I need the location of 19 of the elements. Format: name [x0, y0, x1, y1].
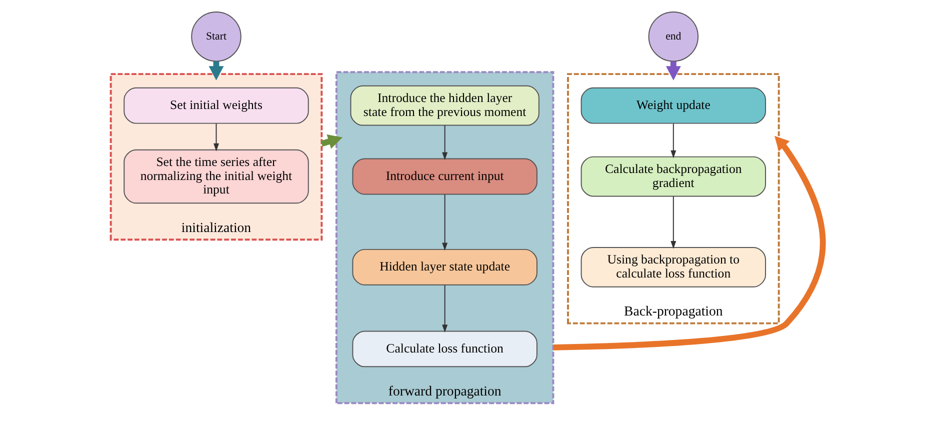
arrow — [442, 194, 448, 251]
node-box: Set the time series after normalizing the initial weight input — [124, 149, 309, 204]
node-circle: end — [648, 12, 699, 62]
node-box: Calculate backpropagation gradient — [580, 156, 766, 197]
arrow — [670, 196, 676, 249]
node-box: Calculate loss function — [352, 330, 538, 368]
arrow — [320, 134, 343, 149]
arrow — [670, 123, 676, 158]
node-box: Hidden layer state update — [352, 248, 538, 286]
arrow — [442, 284, 448, 333]
arrow — [553, 136, 826, 350]
node-box: Introduce the hidden layer state from the previous moment — [350, 85, 540, 126]
node-box: Weight update — [580, 87, 766, 124]
node-box: Introduce current input — [352, 158, 538, 195]
node-circle: Start — [191, 12, 242, 62]
arrow — [442, 124, 448, 160]
arrow — [213, 123, 219, 152]
node-box: Set initial weights — [124, 87, 309, 124]
node-box: Using backpropagation to calculate loss function — [580, 246, 766, 288]
